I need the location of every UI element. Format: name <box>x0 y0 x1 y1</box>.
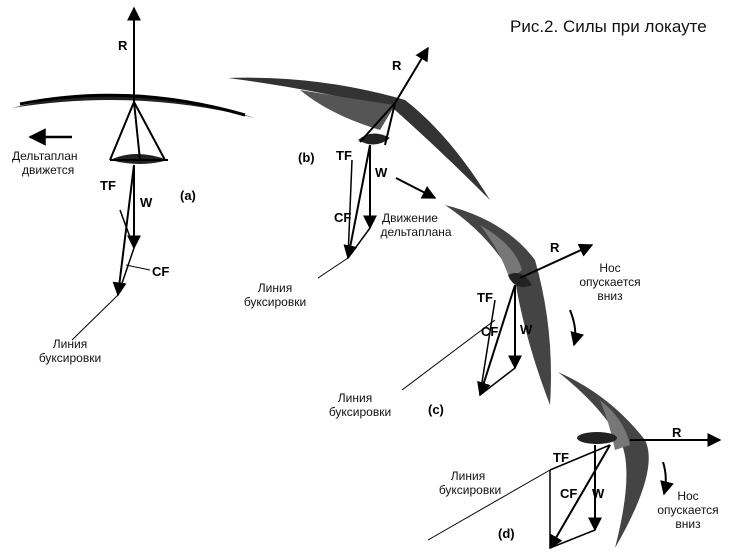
label-cf-b: CF <box>334 210 351 225</box>
label-nose-d-3: вниз <box>675 517 701 531</box>
label-nose-d-2: опускается <box>657 503 718 517</box>
label-tow-a-2: буксировки <box>39 351 101 365</box>
label-r-d: R <box>672 425 682 440</box>
tag-d: (d) <box>498 526 515 541</box>
label-moving-2: движется <box>22 163 74 177</box>
label-nose-c-1: Нос <box>599 261 620 275</box>
tag-b: (b) <box>298 150 315 165</box>
label-nose-c-3: вниз <box>597 289 623 303</box>
force-r-arrow-c <box>519 243 594 279</box>
label-tow-c-2: буксировки <box>329 405 391 419</box>
label-tow-d-1: Линия <box>451 469 485 483</box>
label-tow-c-1: Линия <box>338 391 372 405</box>
label-motion-2: дельтаплана <box>380 225 451 239</box>
panel-c: R W TF CF (c) Линия буксировки Нос опуск… <box>329 205 641 419</box>
tow-line-c <box>401 319 496 391</box>
tow-line-b <box>317 257 349 279</box>
label-motion-1: Движение <box>382 211 438 225</box>
glider-a-wing <box>12 95 255 118</box>
glider-c-pilot <box>508 272 532 288</box>
label-tow-a-1: Линия <box>53 337 87 351</box>
glider-d-pilot <box>577 432 617 444</box>
label-tf-b: TF <box>336 148 352 163</box>
label-cf-c: CF <box>481 324 498 339</box>
label-tow-d-2: буксировки <box>439 483 501 497</box>
force-r-arrow-b <box>394 46 429 104</box>
tow-line-d <box>427 469 551 541</box>
panel-d: R W TF CF (d) Линия буксировки Нос опуск… <box>427 372 722 550</box>
label-moving-1: Дельтаплан <box>12 149 78 163</box>
glider-b-wing <box>228 77 490 200</box>
label-cf-d: CF <box>560 486 577 501</box>
label-tow-b-1: Линия <box>258 281 292 295</box>
tag-c: (c) <box>428 402 444 417</box>
tag-a: (a) <box>180 188 196 203</box>
glider-d-wing <box>558 372 649 548</box>
force-tf-arrow-a <box>112 164 135 297</box>
label-tf-d: TF <box>553 450 569 465</box>
force-tf-arrow-b <box>343 144 371 260</box>
label-cf-a: CF <box>152 264 169 279</box>
panel-b: R W TF CF (b) Движение дельтаплана Линия… <box>228 46 490 309</box>
tow-line-a <box>71 294 119 341</box>
figure-title: Рис.2. Силы при локауте <box>510 17 707 36</box>
label-w-c: W <box>520 322 533 337</box>
label-nose-d-1: Нос <box>677 489 698 503</box>
motion-arrow-b <box>395 177 437 199</box>
cf-pointer-a <box>125 264 151 271</box>
nose-down-arrow-d <box>660 461 674 496</box>
label-w-b: W <box>375 165 388 180</box>
panel-a: R W TF CF (a) Дельтаплан движется Линия … <box>12 6 255 365</box>
label-r-a: R <box>118 38 128 53</box>
glider-c-wing <box>445 205 551 405</box>
label-w-a: W <box>140 195 153 210</box>
force-tf-arrow-d <box>549 444 611 550</box>
label-tf-a: TF <box>100 178 116 193</box>
force-tf-arrow-c <box>477 284 516 397</box>
label-tf-c: TF <box>477 290 493 305</box>
nose-down-arrow-c <box>569 309 585 347</box>
label-r-c: R <box>550 240 560 255</box>
label-nose-c-2: опускается <box>579 275 640 289</box>
label-w-d: W <box>592 486 605 501</box>
label-tow-b-2: буксировки <box>244 295 306 309</box>
label-r-b: R <box>392 58 402 73</box>
